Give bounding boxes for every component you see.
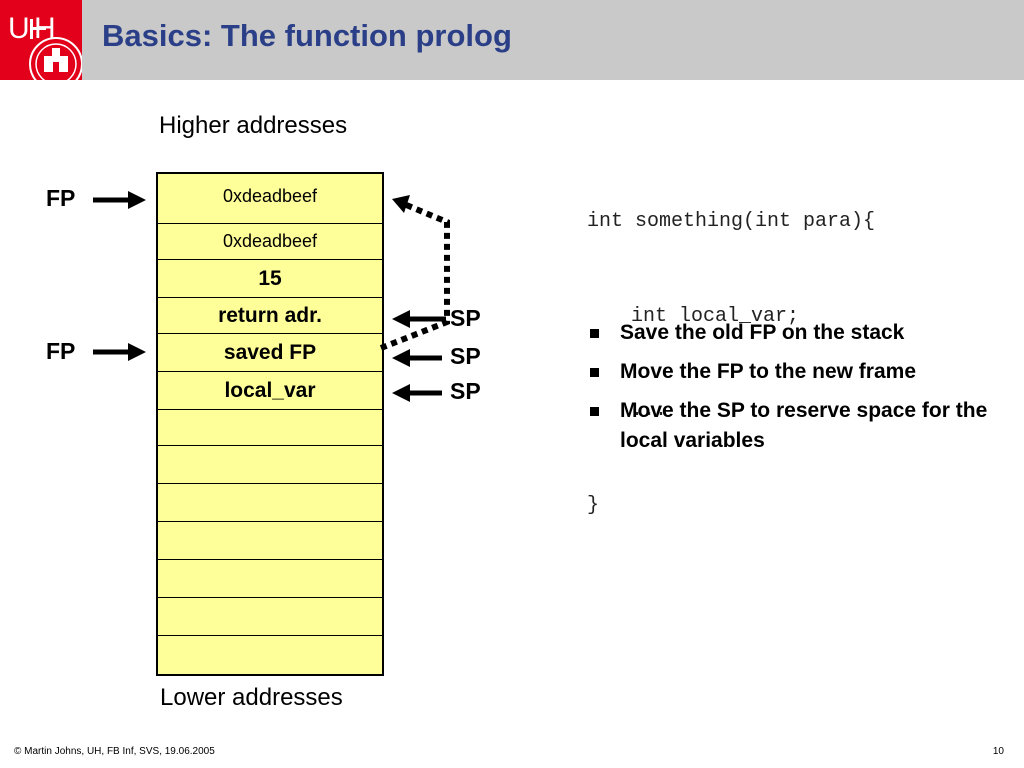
stack-cell xyxy=(158,446,382,484)
sp-arrow-1 xyxy=(392,310,446,328)
sp-arrow-2 xyxy=(392,349,442,367)
stack-cell xyxy=(158,598,382,636)
code-line: int something(int para){ xyxy=(587,210,876,233)
stack-cell xyxy=(158,560,382,598)
stack-cell xyxy=(158,522,382,560)
stack-cell: 0xdeadbeef xyxy=(158,224,382,260)
bullet-item: Move the SP to reserve space for the loc… xyxy=(588,396,1008,456)
sp-arrow-3 xyxy=(392,384,442,402)
bullet-square-icon xyxy=(590,368,599,377)
bullet-text: Move the FP to the new frame xyxy=(620,360,916,383)
higher-addresses-label: Higher addresses xyxy=(159,112,348,139)
bullet-item: Save the old FP on the stack xyxy=(588,318,1008,348)
code-line: ... xyxy=(607,399,668,422)
stack-cell: 15 xyxy=(158,260,382,298)
code-snippet: int something(int para){ int local_var; … xyxy=(587,143,875,553)
bullet-item: Move the FP to the new frame xyxy=(588,357,1008,387)
slide-title: Basics: The function prolog xyxy=(102,18,512,53)
code-line: } xyxy=(587,493,600,517)
code-line: int local_var; xyxy=(607,304,800,328)
fp-arrow-old xyxy=(93,191,146,209)
bullet-text: Save the old FP on the stack xyxy=(620,321,905,344)
lower-addresses-label: Lower addresses xyxy=(160,684,343,711)
fp-label-new: FP xyxy=(46,338,76,364)
stack-cell-local-var: local_var xyxy=(158,372,382,410)
stack-cell: 0xdeadbeef xyxy=(158,174,382,224)
fp-arrow-new xyxy=(93,343,146,361)
stack-cell xyxy=(158,410,382,446)
stack-cell xyxy=(158,484,382,522)
svg-text:U: U xyxy=(8,12,30,45)
saved-fp-dotted-arrow xyxy=(379,195,450,351)
page-number: 10 xyxy=(992,746,1004,757)
bullet-square-icon xyxy=(590,329,599,338)
svg-text:H: H xyxy=(34,12,56,45)
title-bar: U H Basics: The function prolog xyxy=(0,0,1024,91)
bullet-text: Move the SP to reserve space for the loc… xyxy=(620,399,988,452)
stack-cell-return-address: return adr. xyxy=(158,298,382,334)
sp-label-1: SP xyxy=(450,305,481,331)
bullet-list: Save the old FP on the stack Move the FP… xyxy=(588,318,1008,465)
fp-label-old: FP xyxy=(46,185,76,211)
sp-label-3: SP xyxy=(450,378,481,404)
footer-credit: © Martin Johns, UH, FB Inf, SVS, 19.06.2… xyxy=(14,746,215,757)
stack-cell-saved-fp: saved FP xyxy=(158,334,382,372)
bullet-square-icon xyxy=(590,407,599,416)
stack-frame: 0xdeadbeef 0xdeadbeef 15 return adr. sav… xyxy=(156,172,384,676)
sp-label-2: SP xyxy=(450,343,481,369)
